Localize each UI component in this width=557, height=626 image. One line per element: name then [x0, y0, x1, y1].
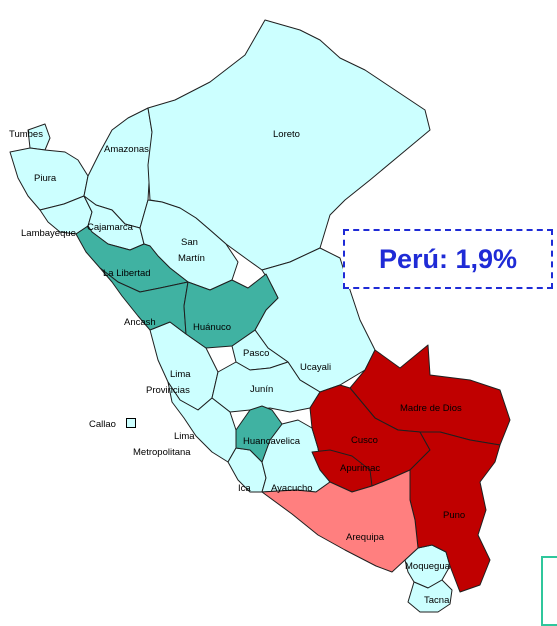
- label-ancash: Ancash: [124, 317, 156, 328]
- label-lambayeque: Lambayeque: [21, 228, 76, 239]
- national-summary-box: Perú: 1,9%: [343, 229, 553, 289]
- label-loreto: Loreto: [273, 129, 300, 140]
- legend-box-edge: [541, 556, 557, 626]
- region-huanuco[interactable]: [183, 273, 279, 349]
- label-huanuco: Huánuco: [193, 322, 231, 333]
- label-huancavelica: Huancavelica: [243, 436, 301, 447]
- label-lima-metropolitana-1: Lima: [174, 431, 195, 442]
- label-lima-metropolitana-2: Metropolitana: [133, 447, 191, 458]
- label-san-martin-1: San: [181, 237, 198, 248]
- label-madre-de-dios: Madre de Dios: [400, 403, 462, 414]
- region-arequipa[interactable]: [261, 469, 419, 573]
- label-apurimac: Apurimac: [340, 463, 380, 474]
- label-arequipa: Arequipa: [346, 532, 385, 543]
- label-lima-provincias-2: Provincias: [146, 385, 190, 396]
- label-la-libertad: La Libertad: [103, 268, 151, 279]
- label-tumbes: Tumbes: [9, 129, 43, 140]
- label-puno: Puno: [443, 510, 465, 521]
- callao-marker: [126, 418, 136, 428]
- label-ayacucho: Ayacucho: [271, 483, 313, 494]
- label-ica: Ica: [238, 483, 251, 494]
- region-tumbes[interactable]: [27, 123, 51, 151]
- label-ucayali: Ucayali: [300, 362, 331, 373]
- label-callao: Callao: [89, 419, 116, 430]
- label-san-martin-2: Martín: [178, 253, 205, 264]
- label-piura: Piura: [34, 173, 57, 184]
- label-cusco: Cusco: [351, 435, 378, 446]
- national-summary-label: Perú: 1,9%: [378, 243, 518, 274]
- label-tacna: Tacna: [424, 595, 450, 606]
- label-amazonas: Amazonas: [104, 144, 149, 155]
- region-tacna[interactable]: [407, 579, 453, 613]
- label-cajamarca: Cajamarca: [87, 222, 134, 233]
- label-pasco: Pasco: [243, 348, 269, 359]
- label-junin: Junín: [250, 384, 273, 395]
- region-huancavelica[interactable]: [235, 405, 283, 463]
- label-moquegua: Moquegua: [405, 561, 451, 572]
- label-lima-provincias-1: Lima: [170, 369, 191, 380]
